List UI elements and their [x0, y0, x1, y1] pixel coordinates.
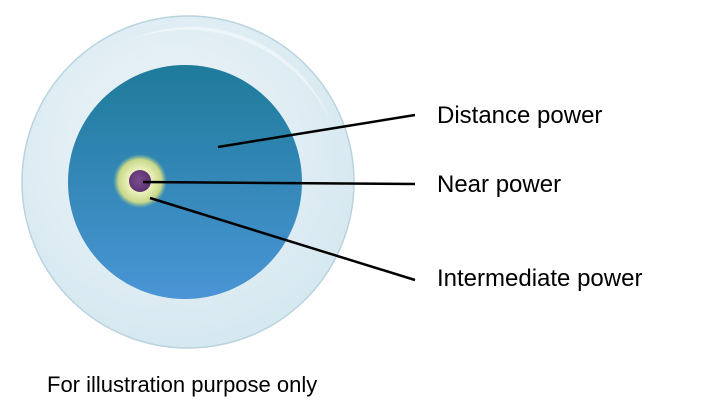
leader-line-intermediate [149, 196, 416, 282]
label-distance-power: Distance power [437, 102, 603, 129]
illustration-caption: For illustration purpose only [47, 372, 318, 397]
label-near-power: Near power [437, 171, 562, 198]
label-intermediate-power: Intermediate power [437, 265, 643, 292]
leader-line-near [142, 180, 416, 186]
leader-line-distance [217, 113, 416, 149]
near-zone-center [129, 170, 151, 192]
